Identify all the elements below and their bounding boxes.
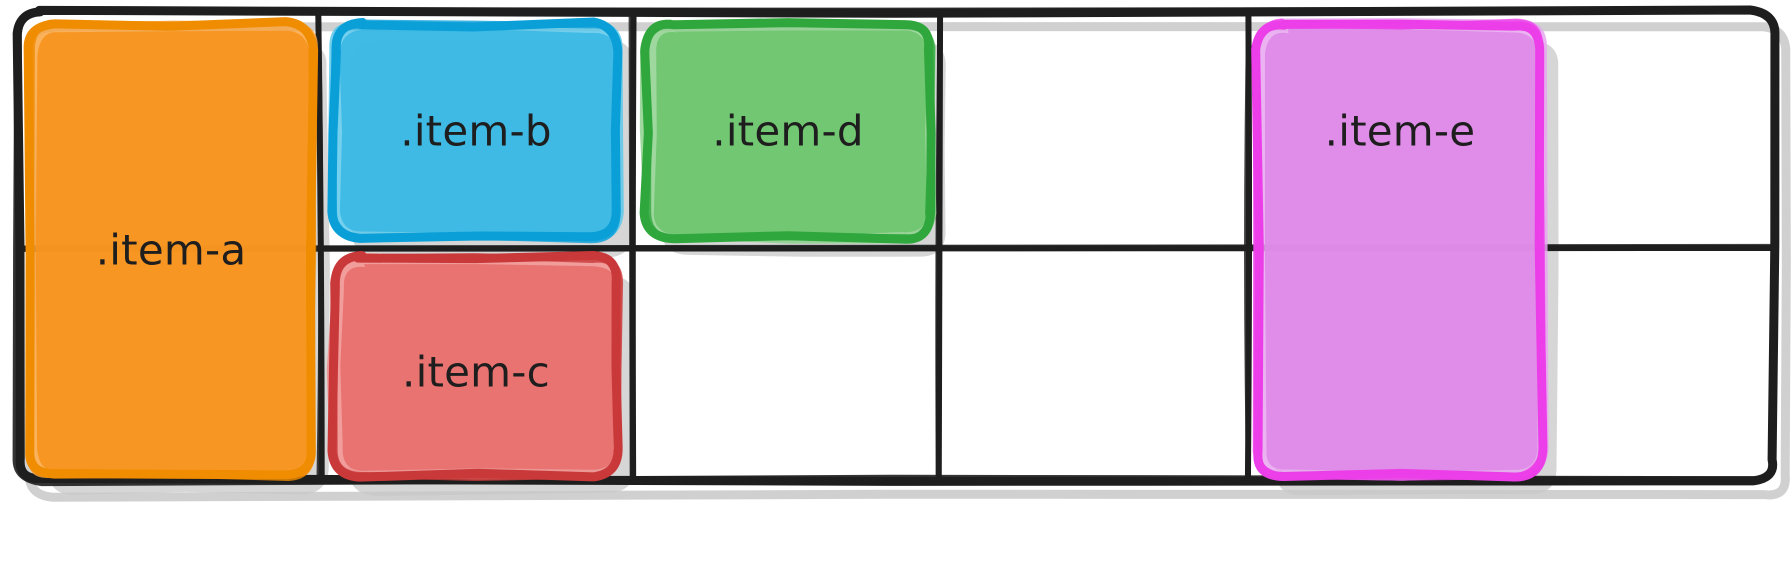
grid-item-item-c[interactable]: [326, 250, 624, 482]
item-fill: [653, 30, 929, 237]
item-fill: [1264, 28, 1538, 473]
item-fill: [340, 264, 617, 471]
item-fill: [35, 30, 310, 472]
item-outline: [330, 252, 624, 481]
item-outline: [1252, 18, 1547, 481]
grid-item-item-a[interactable]: [23, 17, 319, 481]
grid-item-item-e[interactable]: [1251, 18, 1549, 482]
item-fill: [339, 29, 616, 234]
item-outline: [643, 20, 936, 241]
grid-column-line: [628, 12, 635, 480]
item-outline: [330, 19, 621, 244]
grid-item-item-d[interactable]: [639, 18, 937, 244]
grid-item-item-b[interactable]: [327, 17, 624, 244]
item-outline: [26, 19, 317, 481]
